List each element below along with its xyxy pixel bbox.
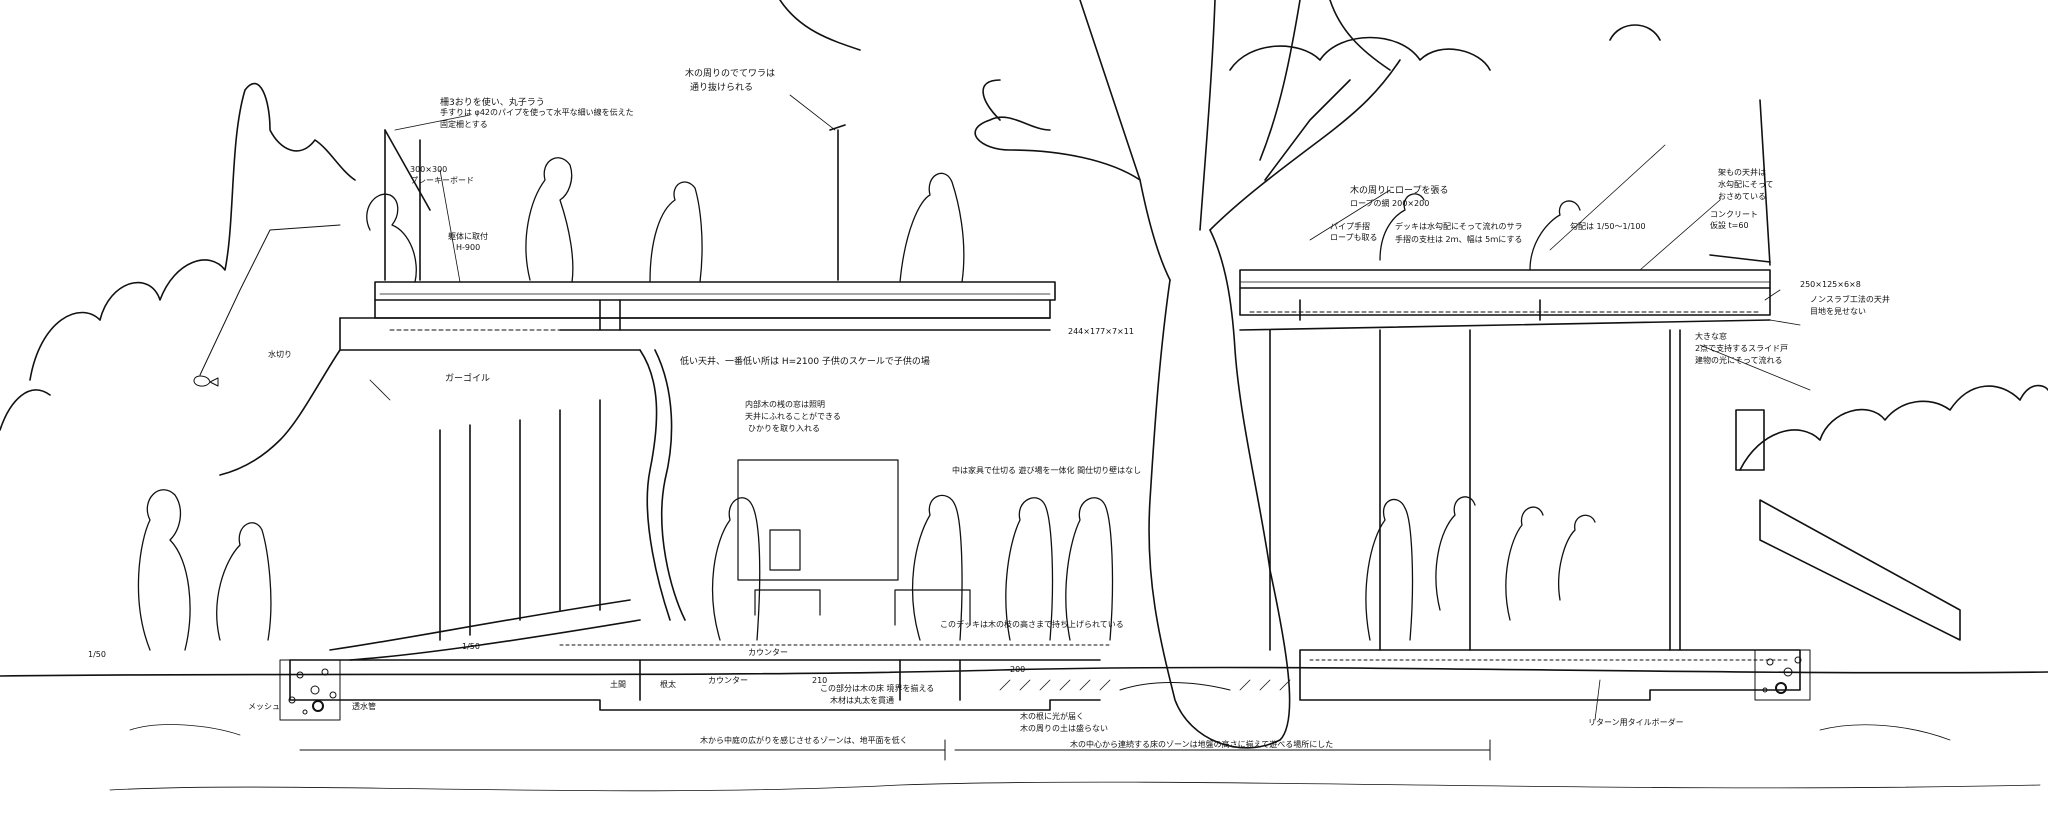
note-scale-left: 1/50 bbox=[88, 650, 106, 659]
gravel-drain-left bbox=[279, 659, 341, 721]
note-gargoyle: ガーゴイル bbox=[445, 374, 491, 384]
note-deck-2: 勾配は 1/50〜1/100 bbox=[1570, 222, 1646, 231]
note-tree-rope: 木の周りのでてワラは bbox=[685, 69, 776, 79]
note-soffit: ノンスラブ工法の天井 bbox=[1810, 295, 1890, 304]
note-counter-2: カウンター bbox=[708, 676, 748, 685]
ground-hatch bbox=[109, 679, 2041, 792]
note-200: 200 bbox=[1010, 665, 1026, 674]
note-fixing: 躯体に取付 bbox=[448, 232, 488, 241]
note-frame-right: 架もの天井は bbox=[1718, 168, 1766, 177]
note-concrete: コンクリート bbox=[1710, 210, 1758, 219]
note-pipe: パイプ手摺 bbox=[1330, 222, 1370, 231]
note-frame-right-2: 水勾配にそって bbox=[1718, 180, 1774, 189]
furniture bbox=[737, 459, 971, 626]
note-interior: 内部木の桟の窓は照明 bbox=[745, 400, 825, 409]
dimension-lines bbox=[299, 739, 1491, 761]
note-bottom-right: 木の中心から連続する床のゾーンは地盤の高さに揃えて遊べる場所にした bbox=[1070, 740, 1334, 749]
curved-glass-facade bbox=[219, 349, 686, 661]
note-window: 大きな窓 bbox=[1695, 332, 1727, 341]
note-rope-left-2: ロープの網 200×200 bbox=[1350, 199, 1430, 208]
note-deck-3: 手摺の支柱は 2ｍ、幅は 5ｍにする bbox=[1395, 235, 1523, 244]
note-window-3: 建物の光にそって流れる bbox=[1695, 356, 1783, 365]
large-tree bbox=[779, 0, 1401, 749]
note-paving: 300×300 bbox=[410, 165, 448, 174]
note-wood-2: 木材は丸太を貫通 bbox=[830, 696, 894, 705]
note-beam-size: 250×125×6×8 bbox=[1800, 280, 1861, 289]
note-counter: カウンター bbox=[748, 648, 788, 657]
floor-and-foundation bbox=[289, 644, 1801, 711]
left-roof-slab bbox=[339, 281, 1056, 351]
note-sub-floor: 根太 bbox=[660, 680, 676, 689]
note-interior-3: ひかりを取り入れる bbox=[748, 424, 820, 433]
right-glass-facade bbox=[1269, 329, 1961, 651]
note-concrete-2: 仮設 t=60 bbox=[1710, 221, 1749, 230]
note-frame-right-3: おさめている bbox=[1718, 192, 1766, 201]
note-middle: 中は家具で仕切る 遊び場を一体化 間仕切り壁はなし bbox=[952, 466, 1142, 475]
note-tree-rope-2: 通り抜けられる bbox=[690, 83, 754, 93]
note-slab: 土間 bbox=[610, 680, 626, 689]
note-size-label: 244×177×7×11 bbox=[1068, 327, 1134, 336]
background-foliage bbox=[0, 24, 2048, 471]
note-rope-left: 木の周りにロープを張る bbox=[1350, 186, 1449, 196]
note-drain: 透水管 bbox=[352, 702, 376, 711]
note-bottom-left: 木から中庭の広がりを感じさせるゾーンは、地平面を低く bbox=[700, 736, 908, 745]
roof-railings bbox=[384, 79, 1771, 281]
note-pipe-2: ロープも取る bbox=[1330, 233, 1378, 242]
note-deck: デッキは水勾配にそって流れのサラ bbox=[1395, 222, 1523, 231]
note-mesh: メッシュ bbox=[248, 702, 280, 711]
note-interior-2: 天井にふれることができる bbox=[745, 412, 841, 421]
note-fish: 水切り bbox=[268, 350, 292, 359]
note-stage: このデッキは木の枝の高さまで持ち上げられている bbox=[940, 620, 1124, 629]
note-scale-right: 1/50 bbox=[462, 642, 480, 651]
note-ceiling-height: 低い天井、一番低い所は H=2100 子供のスケールで子供の場 bbox=[680, 357, 930, 367]
fishing-rod bbox=[193, 224, 341, 387]
note-tree-root: 木の根に光が届く bbox=[1020, 712, 1084, 721]
note-fixing-2: H-900 bbox=[456, 243, 481, 252]
people-figures bbox=[137, 157, 1596, 651]
leader-lines bbox=[369, 94, 1811, 721]
note-right-slat: リターン用タイルボーダー bbox=[1588, 718, 1684, 727]
gravel-drain-right bbox=[1754, 649, 1811, 701]
note-paving-2: プレーキーボード bbox=[410, 176, 474, 185]
ground-line bbox=[0, 666, 2048, 677]
note-wood: この部分は木の床 境界を揃える bbox=[820, 684, 935, 693]
note-rooftop-fence: 柵3おりを使い、丸子ラう bbox=[440, 98, 545, 108]
note-window-2: 2点で支持するスライド戸 bbox=[1695, 344, 1789, 353]
note-rooftop-fence-3: 固定柵とする bbox=[440, 120, 488, 129]
note-rooftop-fence-2: 手すりは φ42のパイプを使って水平な細い線を伝えた bbox=[440, 108, 634, 117]
note-tree-root-2: 木の周りの土は盛らない bbox=[1020, 724, 1108, 733]
note-soffit-2: 目地を見せない bbox=[1810, 307, 1866, 316]
note-210: 210 bbox=[812, 676, 828, 685]
right-roof-slab bbox=[1239, 254, 1771, 331]
